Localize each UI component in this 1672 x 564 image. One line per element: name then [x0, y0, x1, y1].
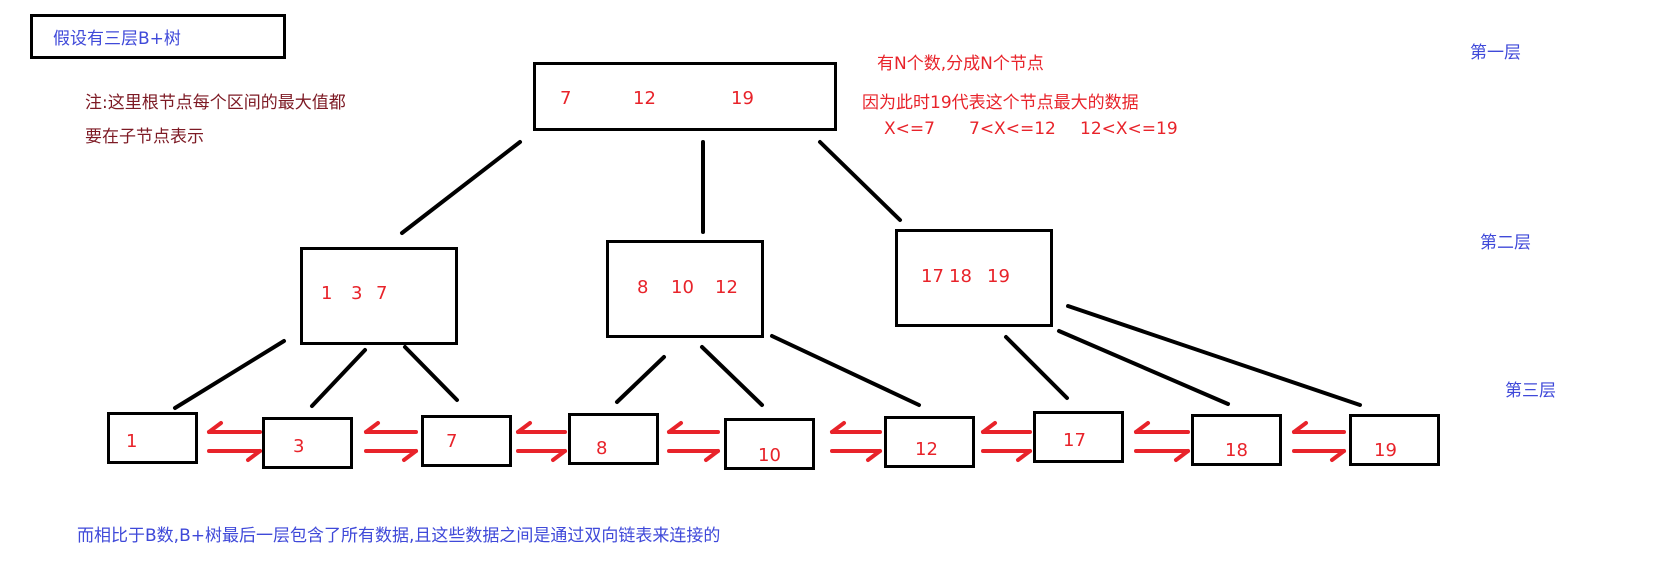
level2-key: 12 — [715, 277, 738, 298]
link-arrow-stroke — [704, 449, 720, 462]
layer-label-1: 第一层 — [1470, 43, 1521, 63]
footer-text: 而相比于B数,B+树最后一层包含了所有数据,且这些数据之间是通过双向链表来连接的 — [77, 526, 721, 546]
link-arrow-stroke — [246, 449, 262, 462]
link-arrow — [364, 421, 418, 462]
root-key: 7 — [560, 88, 572, 109]
root-key: 19 — [731, 88, 754, 109]
link-arrow-stroke — [1330, 449, 1346, 462]
link-arrow-stroke — [516, 421, 532, 434]
level2-key: 17 — [921, 266, 944, 287]
link-arrow-stroke — [830, 421, 846, 434]
level2-key: 3 — [351, 283, 363, 304]
info-line-2: 因为此时19代表这个节点最大的数据 — [862, 93, 1139, 113]
link-arrow-stroke — [866, 449, 882, 462]
link-arrow-stroke — [1174, 449, 1190, 462]
leaf-key: 1 — [126, 431, 138, 452]
leaf-key: 12 — [915, 439, 938, 460]
link-arrow-stroke — [1134, 421, 1150, 434]
tree-edge — [770, 334, 921, 407]
link-arrow-stroke — [1016, 449, 1032, 462]
leaf-node: 18 — [1191, 414, 1282, 466]
leaf-key: 10 — [758, 445, 781, 466]
tree-edge — [173, 339, 286, 410]
link-arrow — [1134, 421, 1190, 462]
leaf-node: 19 — [1349, 414, 1440, 466]
level2-key: 18 — [949, 266, 972, 287]
leaf-key: 19 — [1374, 440, 1397, 461]
layer-label-3: 第三层 — [1505, 381, 1556, 401]
leaf-key: 18 — [1225, 440, 1248, 461]
leaf-key: 17 — [1063, 430, 1086, 451]
layer-label-2: 第二层 — [1480, 233, 1531, 253]
root-node: 7 12 19 — [533, 62, 837, 131]
link-arrow-stroke — [402, 449, 418, 462]
level2-key: 8 — [637, 277, 649, 298]
link-arrow — [830, 421, 882, 462]
leaf-key: 7 — [446, 431, 458, 452]
level2-key: 7 — [376, 283, 388, 304]
link-arrow — [516, 421, 567, 462]
title-box: 假设有三层B+树 — [30, 14, 286, 59]
level2-node: 17 18 19 — [895, 229, 1053, 327]
range-2: 7<X<=12 — [969, 119, 1056, 139]
link-arrow — [1292, 421, 1346, 462]
tree-edge — [1066, 304, 1362, 407]
link-arrow-stroke — [364, 421, 380, 434]
leaf-node: 10 — [724, 418, 815, 470]
leaf-node: 1 — [107, 412, 198, 464]
link-arrow — [667, 421, 720, 462]
tree-edge — [403, 345, 459, 402]
link-arrow-stroke — [667, 421, 683, 434]
leaf-node: 17 — [1033, 411, 1124, 463]
range-3: 12<X<=19 — [1080, 119, 1178, 139]
link-arrow-stroke — [981, 421, 997, 434]
link-arrow-stroke — [1292, 421, 1308, 434]
tree-edge — [310, 348, 367, 408]
info-line-1: 有N个数,分成N个节点 — [877, 54, 1044, 74]
level2-key: 19 — [987, 266, 1010, 287]
note-line-2: 要在子节点表示 — [85, 127, 204, 147]
tree-edge — [1004, 335, 1069, 400]
link-arrow — [981, 421, 1032, 462]
title-text: 假设有三层B+树 — [53, 29, 181, 49]
link-arrow-stroke — [551, 449, 567, 462]
leaf-node: 3 — [262, 417, 353, 469]
level2-node: 8 10 12 — [606, 240, 764, 338]
leaf-node: 7 — [421, 415, 512, 467]
leaf-key: 3 — [293, 436, 305, 457]
tree-edge — [700, 345, 764, 407]
level2-node: 1 3 7 — [300, 247, 458, 345]
note-line-1: 注:这里根节点每个区间的最大值都 — [85, 93, 346, 113]
link-arrow-stroke — [207, 421, 223, 434]
level2-key: 1 — [321, 283, 333, 304]
link-arrow — [207, 421, 262, 462]
tree-edge — [615, 355, 666, 404]
level2-key: 10 — [671, 277, 694, 298]
leaf-node: 12 — [884, 416, 975, 468]
range-1: X<=7 — [884, 119, 935, 139]
leaf-node: 8 — [568, 413, 659, 465]
tree-edge — [400, 140, 522, 235]
leaf-key: 8 — [596, 438, 608, 459]
tree-edge — [1057, 329, 1230, 406]
tree-edge — [818, 140, 902, 222]
root-key: 12 — [633, 88, 656, 109]
